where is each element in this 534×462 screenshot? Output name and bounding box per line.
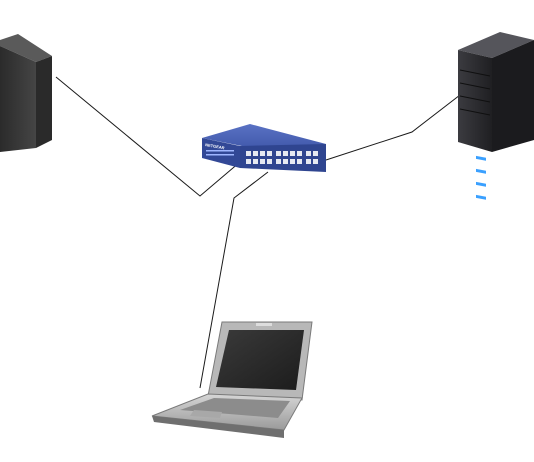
port: [283, 159, 288, 164]
server-left-top: [0, 34, 52, 62]
drive-bay-led-1: [476, 155, 486, 161]
drive-bay-led-4: [476, 194, 486, 200]
server-right-bay-lines: [459, 69, 491, 116]
server-left: [0, 34, 52, 152]
drive-bay-led-3: [476, 181, 486, 187]
links: [55, 76, 461, 389]
port: [276, 159, 281, 164]
port: [297, 159, 302, 164]
server-right: [458, 32, 534, 200]
port: [290, 151, 295, 156]
link-laptop-to-switch: [199, 171, 269, 389]
port: [260, 159, 265, 164]
port: [253, 151, 258, 156]
switch-status-lights: [206, 150, 234, 156]
port: [306, 159, 311, 164]
port: [276, 151, 281, 156]
switch-ports: [246, 151, 318, 164]
laptop-screen: [216, 330, 304, 390]
port: [267, 159, 272, 164]
port: [260, 151, 265, 156]
server-left-front: [0, 46, 36, 152]
laptop-touchpad: [190, 410, 222, 418]
server-left-side: [36, 56, 52, 148]
switch-front: [240, 144, 326, 172]
link-server-left-to-switch: [55, 76, 241, 197]
port: [246, 151, 251, 156]
port: [306, 151, 311, 156]
port: [253, 159, 258, 164]
port: [313, 151, 318, 156]
drive-bay-led-2: [476, 168, 486, 174]
laptop: [151, 321, 313, 438]
switch-front-left: [202, 138, 240, 168]
server-right-front: [458, 50, 492, 152]
port: [283, 151, 288, 156]
server-right-leds: [476, 155, 486, 200]
laptop-indicator-light: [256, 323, 272, 326]
port: [267, 151, 272, 156]
laptop-front-edge: [152, 416, 284, 438]
network-switch: NETGEAR: [202, 124, 326, 172]
port: [246, 159, 251, 164]
port: [297, 151, 302, 156]
server-right-top: [458, 32, 534, 58]
port: [290, 159, 295, 164]
laptop-keyboard: [180, 398, 290, 418]
port: [313, 159, 318, 164]
switch-brand-label: NETGEAR: [205, 142, 225, 150]
link-server-right-to-switch: [325, 94, 461, 161]
server-right-side: [492, 40, 534, 152]
